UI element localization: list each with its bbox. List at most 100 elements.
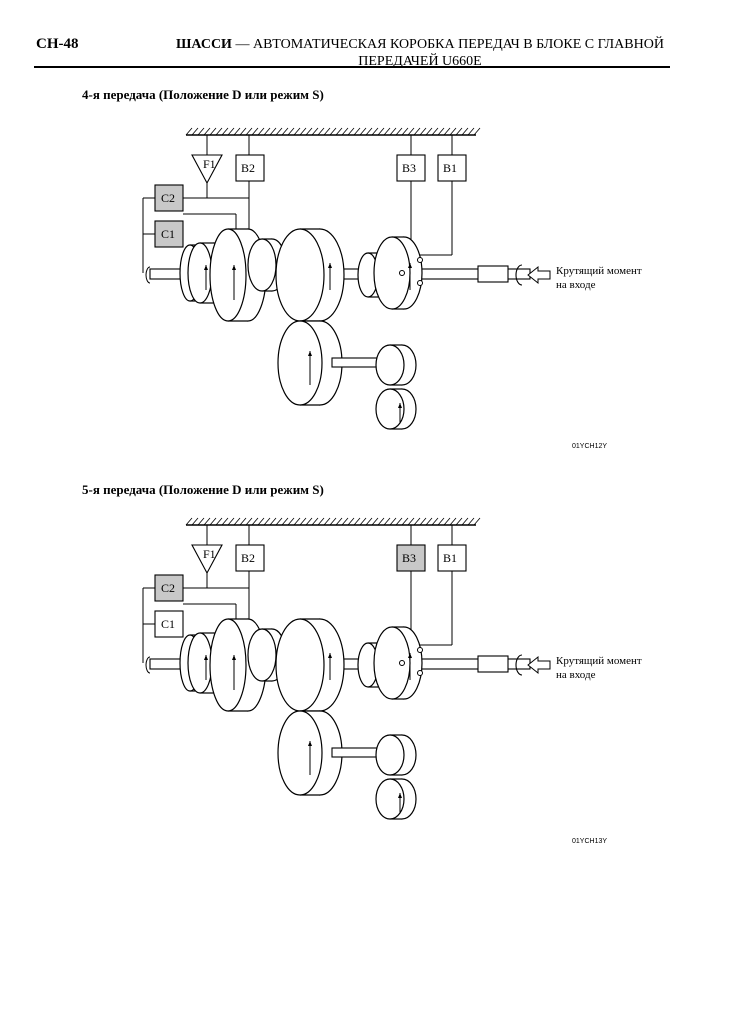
hatch-mark	[353, 517, 361, 526]
hatch-mark	[311, 517, 319, 526]
output-rotation-icon	[145, 656, 151, 674]
hatch-mark	[215, 127, 223, 136]
planet-pinion	[399, 270, 405, 276]
hatch-mark	[239, 517, 247, 526]
b1-brake-box	[437, 154, 467, 182]
input-shaft-end	[477, 655, 509, 673]
page-title-bold: ШАССИ	[176, 37, 232, 52]
hatch-mark	[221, 127, 229, 136]
b3-brake-box	[396, 544, 426, 572]
c2-label: C2	[161, 191, 175, 205]
hatch-mark	[329, 127, 337, 136]
hatch-mark	[455, 127, 463, 136]
output-pinion-lower-front	[375, 388, 405, 430]
c2-label: C2	[161, 581, 175, 595]
hatch-mark	[197, 517, 205, 526]
hatch-mark	[227, 127, 235, 136]
hatch-mark	[191, 517, 199, 526]
torque-label-line1: Крутящий момент	[556, 265, 642, 277]
hatch-mark	[227, 517, 235, 526]
hatch-mark	[389, 517, 397, 526]
hatch-mark	[383, 127, 391, 136]
hatch-mark	[383, 517, 391, 526]
rear-ring-gear	[373, 626, 423, 700]
hatch-mark	[305, 127, 313, 136]
output-pinion-upper-front	[375, 734, 405, 776]
hatch-mark	[461, 517, 469, 526]
hatch-mark	[437, 127, 445, 136]
hatch-mark	[341, 517, 349, 526]
torque-label-line2: на входе	[556, 279, 596, 291]
hatch-mark	[449, 517, 457, 526]
f1-label: F1	[203, 547, 216, 561]
f1-triangle	[191, 154, 223, 185]
hatch-mark	[443, 127, 451, 136]
header-divider	[34, 66, 670, 68]
hatch-mark	[263, 127, 271, 136]
hatch-mark	[371, 517, 379, 526]
counter-driven-gear-front	[277, 320, 323, 406]
rotation-arrow-head	[398, 793, 402, 798]
output-pinion-lower	[375, 778, 417, 820]
hatch-mark	[353, 127, 361, 136]
counter-drive-gear	[275, 618, 345, 712]
page-title-rest: — АВТОМАТИЧЕСКАЯ КОРОБКА ПЕРЕДАЧ В БЛОКЕ…	[231, 37, 664, 69]
hatch-mark	[419, 517, 427, 526]
f1-label: F1	[203, 157, 216, 171]
rotation-arrow-head	[408, 263, 412, 268]
hatch-mark	[431, 127, 439, 136]
hatch-mark	[185, 517, 193, 526]
hatch-mark	[437, 517, 445, 526]
hatch-mark	[287, 517, 295, 526]
front-ring-gear-front	[209, 228, 247, 322]
front-ring-gear-front	[209, 618, 247, 712]
hatch-mark	[413, 517, 421, 526]
hatch-mark	[395, 517, 403, 526]
planet-pinion	[417, 647, 423, 653]
hatch-mark	[347, 127, 355, 136]
b1-brake-box	[437, 544, 467, 572]
b2-label: B2	[241, 551, 255, 565]
hatch-mark	[401, 127, 409, 136]
hatch-mark	[359, 517, 367, 526]
hatch-mark	[323, 127, 331, 136]
hatch-mark	[389, 127, 397, 136]
ground-hatch	[185, 127, 481, 136]
rotation-arrow-head	[204, 655, 208, 660]
c1-label: C1	[161, 617, 175, 631]
torque-label-line1: Крутящий момент	[556, 655, 642, 667]
hatch-mark	[257, 517, 265, 526]
b2-brake-box	[235, 154, 265, 182]
hatch-mark	[287, 127, 295, 136]
hatch-mark	[209, 517, 217, 526]
hatch-mark	[263, 517, 271, 526]
hatch-mark	[359, 127, 367, 136]
hatch-mark	[239, 127, 247, 136]
hatch-mark	[473, 127, 481, 136]
b1-label: B1	[443, 161, 457, 175]
torque-input-arrow-icon	[527, 655, 551, 675]
hatch-mark	[185, 127, 193, 136]
rotation-arrow-head	[232, 655, 236, 660]
hatch-mark	[395, 127, 403, 136]
hatch-mark	[203, 517, 211, 526]
front-carrier-front	[247, 238, 277, 292]
hatch-mark	[251, 517, 259, 526]
rotation-arrow-head	[308, 351, 312, 356]
hatch-mark	[281, 127, 289, 136]
rotation-arrow-head	[204, 265, 208, 270]
hatch-mark	[293, 517, 301, 526]
planet-pinion	[417, 257, 423, 263]
hatch-mark	[293, 127, 301, 136]
b2-label: B2	[241, 161, 255, 175]
hatch-mark	[461, 127, 469, 136]
hatch-mark	[425, 517, 433, 526]
output-pinion-upper	[375, 344, 417, 386]
hatch-mark	[341, 127, 349, 136]
output-pinion-upper	[375, 734, 417, 776]
hatch-mark	[467, 517, 475, 526]
planet-pinion	[417, 670, 423, 676]
planet-pinion	[399, 660, 405, 666]
output-rotation-icon	[145, 266, 151, 284]
output-pinion-lower-front	[375, 778, 405, 820]
